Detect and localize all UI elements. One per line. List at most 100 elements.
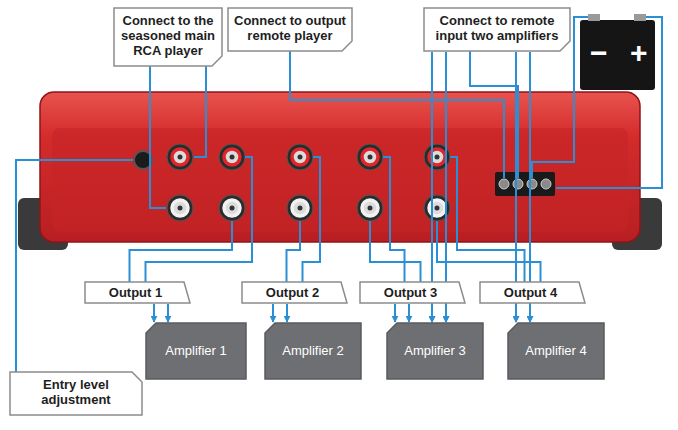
- leader-line: [303, 157, 321, 282]
- rca-jack: [357, 195, 383, 221]
- node-shape: [508, 323, 604, 379]
- output-tab: Output 1: [85, 282, 190, 303]
- connector-path: [394, 304, 396, 322]
- jack-ring: [172, 200, 188, 216]
- node-shape: [10, 372, 142, 415]
- jack-ring: [224, 200, 240, 216]
- jack-pin: [298, 206, 303, 211]
- jack-ring: [292, 149, 308, 165]
- leader-line: [437, 221, 541, 282]
- rca-jack: [219, 195, 245, 221]
- jack-base: [167, 144, 193, 170]
- connector: [395, 304, 409, 322]
- jack-ring: [362, 149, 378, 165]
- jack-ring: [362, 200, 378, 216]
- connector: [273, 304, 287, 322]
- node-text: Connect to remote input two amplifiers: [430, 13, 564, 43]
- polarity-sign: −: [590, 38, 608, 68]
- terminal-screw: [499, 179, 509, 189]
- jack-pin: [178, 155, 183, 160]
- terminal-screw: [527, 179, 537, 189]
- jack-pin: [368, 206, 373, 211]
- node-shape: [360, 282, 465, 303]
- connector-path: [286, 304, 288, 322]
- node-text: Connect to output remote player: [234, 13, 346, 43]
- node-shape: [387, 323, 483, 379]
- amplifier-box: Amplifier 3: [387, 323, 483, 379]
- rca-jack: [287, 195, 313, 221]
- node-text: Output 3: [366, 285, 455, 300]
- jack-ring: [172, 149, 188, 165]
- jack-pin: [230, 155, 235, 160]
- amplifier-box: Amplifier 2: [265, 323, 361, 379]
- rca-jack: [287, 144, 313, 170]
- connector-path: [167, 304, 169, 322]
- jack-pin: [298, 155, 303, 160]
- jack-pin: [435, 206, 440, 211]
- amplifier-box: Amplifier 4: [508, 323, 604, 379]
- node-text: Amplifier 4: [521, 343, 591, 359]
- callout-box: Connect to remote input two amplifiers: [424, 8, 570, 51]
- connector: [154, 304, 168, 322]
- node-shape: [85, 282, 190, 303]
- leader-line: [146, 157, 253, 282]
- polarity-sign: +: [630, 38, 648, 68]
- leader-line: [370, 221, 421, 282]
- battery-terminal: [588, 14, 600, 21]
- battery-terminal: [634, 14, 646, 21]
- node-text: Connect to the seasoned main RCA player: [120, 13, 216, 58]
- leader-line: [150, 66, 166, 208]
- jack-pin: [178, 206, 183, 211]
- battery: [580, 20, 655, 90]
- node-shape: [424, 8, 570, 51]
- callout-box: Connect to the seasoned main RCA player: [114, 8, 222, 66]
- node-text: Entry level adjustment: [16, 377, 136, 407]
- jack-pin: [368, 155, 373, 160]
- leader-line: [383, 157, 405, 282]
- jack-base: [219, 144, 245, 170]
- connector-path: [272, 304, 274, 322]
- leader-line: [470, 51, 518, 178]
- node-text: Output 4: [486, 285, 575, 300]
- leader-line: [287, 221, 301, 282]
- node-text: Amplifier 3: [400, 343, 470, 359]
- connector-path: [408, 304, 410, 322]
- callout-box: Connect to output remote player: [228, 8, 352, 51]
- jack-base: [167, 195, 193, 221]
- jack-base: [357, 144, 383, 170]
- jack-base: [287, 195, 313, 221]
- device-face: [52, 128, 628, 232]
- node-text: Amplifier 1: [161, 343, 231, 359]
- output-tab: Output 3: [360, 282, 465, 303]
- terminal-screw: [513, 179, 523, 189]
- node-shape: [114, 8, 222, 66]
- node-shape: [480, 282, 585, 303]
- output-tab: Output 4: [480, 282, 585, 303]
- node-shape: [265, 323, 361, 379]
- rca-jack: [219, 144, 245, 170]
- rca-jack: [357, 144, 383, 170]
- node-text: Amplifier 2: [278, 343, 348, 359]
- node-shape: [228, 8, 352, 51]
- amplifier-box: Amplifier 1: [146, 323, 246, 379]
- node-shape: [146, 323, 246, 379]
- callout-box: Entry level adjustment: [10, 372, 142, 415]
- leader-line: [290, 51, 504, 178]
- jack-pin: [230, 206, 235, 211]
- leader-line: [194, 62, 206, 157]
- node-shape: [242, 282, 347, 303]
- leader-line: [16, 160, 133, 372]
- jack-base: [287, 144, 313, 170]
- output-tab: Output 2: [242, 282, 347, 303]
- connector-path: [153, 304, 155, 322]
- jack-ring: [224, 149, 240, 165]
- rca-jack: [167, 195, 193, 221]
- device-body: [40, 92, 640, 242]
- node-text: Output 2: [248, 285, 337, 300]
- jack-ring: [292, 200, 308, 216]
- jack-base: [219, 195, 245, 221]
- terminal-screw: [541, 179, 551, 189]
- jack-pin: [435, 155, 440, 160]
- leader-line: [556, 17, 662, 188]
